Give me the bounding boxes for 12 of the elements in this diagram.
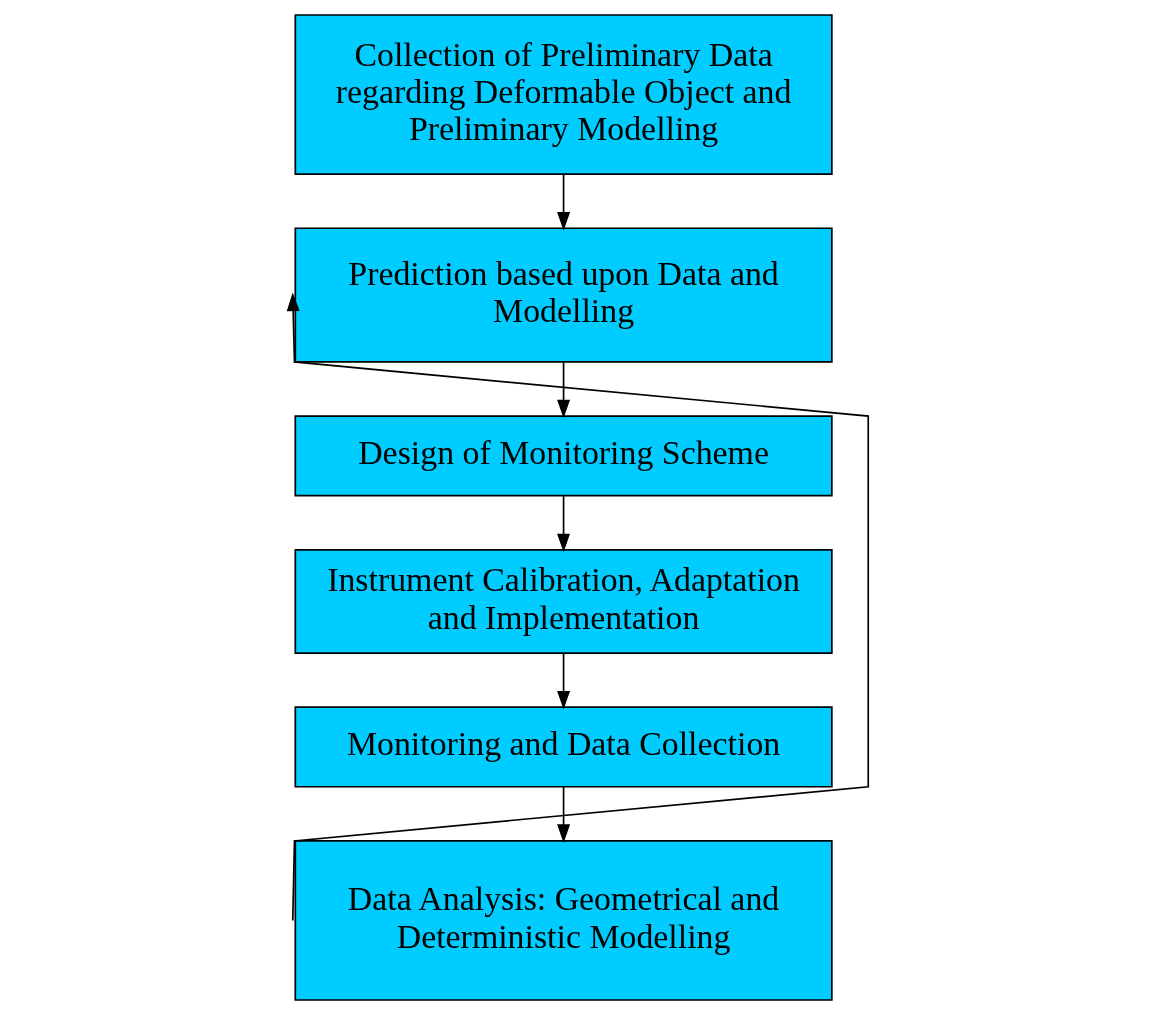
node-box: Design of Monitoring Scheme bbox=[293, 415, 833, 497]
arrow bbox=[556, 652, 570, 710]
node-box: Data Analysis: Geometrical and Deterministic Modelling bbox=[293, 840, 833, 1001]
node-box: Instrument Calibration, Adaptation and Implementation bbox=[293, 548, 833, 654]
arrow bbox=[556, 173, 570, 231]
node-box: Monitoring and Data Collection bbox=[293, 706, 833, 788]
node-box: Collection of Preliminary Data regarding Deformable Object and Preliminary Modelling bbox=[293, 14, 833, 175]
arrow bbox=[556, 361, 570, 419]
arrow bbox=[556, 494, 570, 553]
node-box: Prediction based upon Data and Modelling bbox=[293, 227, 833, 363]
arrow bbox=[556, 786, 570, 843]
arrow bbox=[286, 292, 869, 922]
